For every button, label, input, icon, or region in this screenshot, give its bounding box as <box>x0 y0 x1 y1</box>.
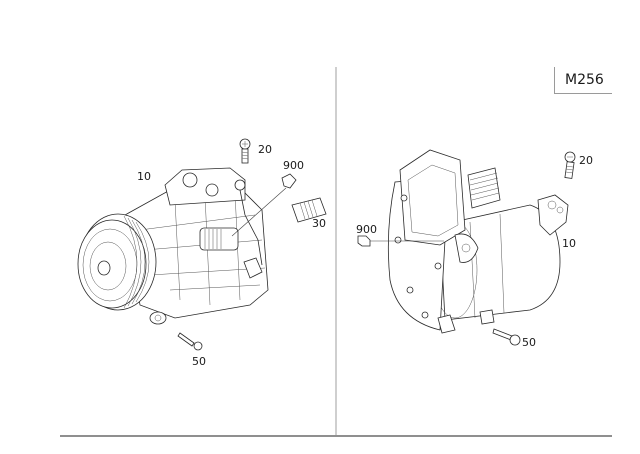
sleeve-30-icon <box>291 197 327 223</box>
view-divider <box>335 67 337 437</box>
callout-left-20[interactable]: 20 <box>258 143 272 156</box>
connector-900-icon <box>357 235 444 247</box>
callout-left-10[interactable]: 10 <box>137 170 151 183</box>
callout-right-10[interactable]: 10 <box>562 237 576 250</box>
bolt-50-icon <box>177 332 203 351</box>
left-compressor-body-icon <box>77 167 269 325</box>
model-code: M256 <box>565 72 604 88</box>
callout-right-50[interactable]: 50 <box>522 336 536 349</box>
right-compressor-body-icon <box>387 149 569 334</box>
frame-baseline <box>60 435 612 437</box>
bolt-20-icon <box>239 138 251 164</box>
callout-left-900[interactable]: 900 <box>283 159 304 172</box>
callout-left-50[interactable]: 50 <box>192 355 206 368</box>
connector-900-icon <box>231 173 297 237</box>
callout-right-20[interactable]: 20 <box>579 154 593 167</box>
callout-right-900[interactable]: 900 <box>356 223 377 236</box>
model-code-box: M256 <box>554 67 612 94</box>
bolt-20-icon <box>564 151 576 179</box>
callout-left-30[interactable]: 30 <box>312 217 326 230</box>
bolt-50-icon <box>492 328 521 346</box>
